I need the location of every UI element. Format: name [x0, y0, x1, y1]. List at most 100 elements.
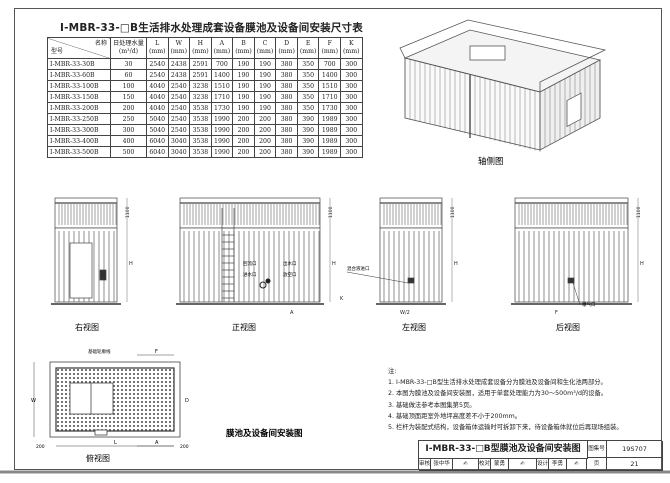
- back-view-label: 后视图: [556, 322, 580, 332]
- design-signature: ✍: [567, 458, 587, 471]
- table-cell: 3538: [189, 146, 212, 158]
- dim-rail-height: 1100: [328, 206, 334, 218]
- top-dim-w: W: [31, 398, 36, 404]
- front-view-label: 正视图: [232, 322, 256, 332]
- column-name: C: [262, 40, 268, 47]
- check-label: 校对: [479, 458, 491, 471]
- column-header: E(mm): [296, 37, 320, 59]
- table-cell: 300: [340, 124, 363, 136]
- column-unit: (mm): [299, 48, 317, 55]
- atlas-number: 19S707: [607, 441, 663, 458]
- dim-rail-height: 1100: [636, 206, 642, 218]
- right-view-label: 右视图: [75, 322, 99, 332]
- table-cell: 300: [340, 80, 363, 92]
- column-unit: (mm): [170, 48, 188, 55]
- notes: 注: 1. I-MBR-33-□B型生活排水处理成套设备分为膜池及设备间和生化池…: [388, 366, 623, 433]
- axonometric-view-label: 轴侧图: [478, 156, 504, 167]
- table-cell: 200: [253, 146, 277, 158]
- axonometric-view: [399, 19, 607, 152]
- table-title: I-MBR-33-□B生活排水处理成套设备膜池及设备间安装尺寸表: [60, 22, 363, 34]
- column-unit: (mm): [321, 48, 338, 55]
- top-dim-d: D: [185, 398, 189, 404]
- dim-label: A: [290, 310, 294, 316]
- atlas-label: 图集号: [587, 441, 607, 458]
- column-unit: (mm): [343, 48, 360, 55]
- column-name: H: [197, 40, 204, 47]
- column-name: 日处理水量: [113, 40, 144, 47]
- column-unit: (mm): [256, 48, 274, 55]
- column-name: B: [241, 40, 246, 47]
- table-cell: 380: [275, 146, 298, 158]
- note-item: 2. 本图为膜池及设备间安装图，适用于单套处理能力为30～500m³/d的设备。: [388, 390, 608, 398]
- note-item: 5. 栏杆为装配式结构，设备箱体运输时可拆卸下来，待设备箱体就位后再现场组装。: [388, 424, 623, 432]
- title-block: I-MBR-33-□B型膜池及设备间安装图 图集号 19S707 审核 张中华 …: [418, 440, 663, 471]
- table-cell: I-MBR-33-500B: [47, 146, 111, 158]
- dim-label: W/2: [400, 310, 410, 316]
- top-dim-offset-right: 200: [180, 444, 189, 450]
- dim-rail-height: 1100: [125, 206, 131, 218]
- dim-rail-height: 1100: [450, 206, 456, 218]
- column-header: A(mm): [210, 37, 234, 59]
- column-name: W: [175, 40, 182, 47]
- dim-label: K: [340, 296, 344, 302]
- top-dim-a: A: [155, 440, 159, 446]
- left-view-label: 左视图: [402, 322, 426, 332]
- top-dim-f: F: [155, 349, 158, 355]
- table-cell: 300: [340, 146, 363, 158]
- dim-h: H: [332, 261, 336, 267]
- table-header-row: 名称型号日处理水量(m³/d)L(mm)W(mm)H(mm)A(mm)B(mm)…: [47, 37, 363, 59]
- dim-h: H: [454, 261, 458, 267]
- page-number: 21: [607, 458, 663, 471]
- pipe-inlet-icon: [259, 281, 267, 289]
- column-unit: (m³/d): [118, 48, 139, 55]
- design-name: 李勇: [549, 458, 567, 471]
- column-name: L: [155, 40, 160, 47]
- notes-heading: 注:: [388, 368, 397, 375]
- pipe-outlet-icon: [265, 278, 271, 284]
- check-name: 蒙勇: [491, 458, 509, 471]
- dim-label: F: [555, 310, 558, 316]
- column-header: 日处理水量(m³/d): [110, 37, 147, 59]
- review-label: 审核: [419, 458, 431, 471]
- header-corner-bottom: 型号: [51, 48, 64, 55]
- review-name: 张中华: [431, 458, 453, 471]
- section-title: 膜池及设备间安装图: [226, 428, 303, 439]
- column-unit: (mm): [235, 48, 252, 55]
- front-callout-4: 放空口: [283, 271, 297, 278]
- column-unit: (mm): [278, 48, 295, 55]
- dim-h: H: [129, 261, 133, 267]
- back-callout-air: 曝气口: [582, 301, 596, 308]
- top-dim-l: L: [114, 440, 117, 446]
- top-dim-offset-left: 200: [36, 444, 45, 450]
- column-name: D: [284, 40, 290, 47]
- top-callout-outline: 基础轮廓线: [88, 348, 111, 355]
- top-view-label: 俯视图: [86, 453, 110, 463]
- dim-h: H: [640, 261, 644, 267]
- note-item: 3. 基础做法参考本图集第5页。: [388, 401, 476, 409]
- check-signature: ✍: [509, 458, 537, 471]
- column-unit: (mm): [192, 48, 209, 55]
- table-cell: 500: [110, 146, 147, 158]
- note-item: 1. I-MBR-33-□B型生活排水处理成套设备分为膜池及设备间和生化池两部分…: [388, 379, 607, 387]
- page-label: 页: [587, 458, 607, 471]
- column-name: K: [348, 40, 354, 47]
- left-callout-inlet: 混合液进口: [347, 265, 370, 272]
- top-view: [33, 354, 181, 447]
- design-label: 设计: [537, 458, 549, 471]
- header-corner: 名称型号: [47, 37, 111, 59]
- drawing-title: I-MBR-33-□B型膜池及设备间安装图: [419, 441, 588, 459]
- table-cell: 300: [340, 69, 363, 81]
- column-name: E: [305, 40, 311, 47]
- column-name: F: [327, 40, 332, 47]
- front-callout-3: 出水口: [283, 260, 297, 267]
- note-item: 4. 基础顶面距室外地坪高度差不小于200mm。: [388, 412, 522, 420]
